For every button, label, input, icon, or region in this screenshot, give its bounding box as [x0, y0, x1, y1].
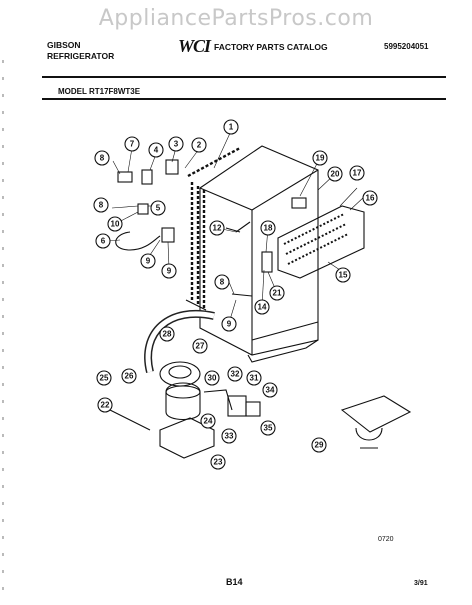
callout-4: 4 — [148, 142, 164, 158]
date-code: 3/91 — [414, 580, 428, 587]
svg-text:29: 29 — [315, 441, 324, 450]
svg-text:33: 33 — [225, 432, 234, 441]
product-type: REFRIGERATOR — [47, 51, 115, 61]
callout-9-right: 9 — [161, 263, 177, 279]
tubing — [109, 389, 233, 431]
drawing-ref-code: 0720 — [378, 536, 394, 543]
callout-8-upper: 8 — [94, 150, 110, 166]
svg-text:22: 22 — [101, 401, 110, 410]
callout-35: 35 — [260, 420, 276, 436]
svg-text:12: 12 — [213, 224, 222, 233]
compressor — [165, 382, 201, 421]
callout-28: 28 — [159, 326, 175, 342]
svg-text:6: 6 — [101, 237, 106, 246]
svg-text:14: 14 — [258, 303, 267, 312]
callout-26: 26 — [121, 368, 137, 384]
svg-text:8: 8 — [99, 201, 104, 210]
callout-12: 12 — [209, 220, 225, 236]
callout-5: 5 — [150, 200, 166, 216]
callout-21: 21 — [269, 285, 285, 301]
part-callouts: 1 2 3 4 5 6 7 8 8 8 9 9 9 10 12 14 15 16… — [93, 119, 378, 470]
callout-33: 33 — [221, 428, 237, 444]
callout-15: 15 — [335, 267, 351, 283]
svg-text:9: 9 — [167, 267, 172, 276]
svg-text:23: 23 — [214, 458, 223, 467]
svg-text:8: 8 — [220, 278, 225, 287]
callout-9-left: 9 — [140, 253, 156, 269]
callout-2: 2 — [191, 137, 207, 153]
callout-30: 30 — [204, 370, 220, 386]
callout-8-lower: 8 — [214, 274, 230, 290]
callout-25: 25 — [96, 370, 112, 386]
svg-text:25: 25 — [100, 374, 109, 383]
wci-logo: WCI — [178, 36, 211, 56]
callout-22: 22 — [97, 397, 113, 413]
cabinet-top-edge — [251, 169, 319, 211]
svg-text:2: 2 — [197, 141, 202, 150]
svg-text:15: 15 — [339, 271, 348, 280]
compressor-base — [159, 417, 215, 459]
svg-text:19: 19 — [316, 154, 325, 163]
svg-text:3: 3 — [174, 140, 179, 149]
callout-16: 16 — [362, 190, 378, 206]
svg-text:16: 16 — [366, 194, 375, 203]
callout-9-cabinet: 9 — [221, 316, 237, 332]
callout-18: 18 — [260, 220, 276, 236]
svg-text:20: 20 — [331, 170, 340, 179]
callout-10: 10 — [107, 216, 123, 232]
svg-text:7: 7 — [130, 140, 135, 149]
svg-text:1: 1 — [229, 123, 234, 132]
svg-text:26: 26 — [125, 372, 134, 381]
model-number: MODEL RT17F8WT3E — [58, 87, 141, 96]
svg-text:9: 9 — [146, 257, 151, 266]
evaporator — [277, 205, 365, 279]
svg-text:32: 32 — [231, 370, 240, 379]
callout-34: 34 — [262, 382, 278, 398]
svg-text:17: 17 — [353, 169, 362, 178]
svg-text:28: 28 — [163, 330, 172, 339]
watermark: AppliancePartsPros.com — [98, 6, 374, 31]
callout-6: 6 — [95, 233, 111, 249]
cabinet-base — [247, 321, 319, 363]
callout-32: 32 — [227, 366, 243, 382]
cabinet-outline — [199, 145, 319, 356]
svg-text:9: 9 — [227, 320, 232, 329]
catalog-number: 5995204051 — [384, 42, 429, 51]
svg-text:4: 4 — [154, 146, 159, 155]
callout-23: 23 — [210, 454, 226, 470]
callout-7: 7 — [124, 136, 140, 152]
svg-text:18: 18 — [264, 224, 273, 233]
fan-motor — [340, 395, 412, 433]
callout-3: 3 — [168, 136, 184, 152]
svg-text:24: 24 — [204, 417, 213, 426]
header-rule — [42, 76, 446, 78]
svg-text:35: 35 — [264, 424, 273, 433]
callout-17: 17 — [349, 165, 365, 181]
callout-1: 1 — [223, 119, 239, 135]
svg-text:10: 10 — [111, 220, 120, 229]
callout-14: 14 — [254, 299, 270, 315]
model-rule — [42, 98, 446, 100]
callout-31: 31 — [246, 370, 262, 386]
callout-24: 24 — [200, 413, 216, 429]
page-number: B14 — [226, 577, 243, 587]
callout-8-middle: 8 — [93, 197, 109, 213]
brand-name: GIBSON — [47, 40, 81, 50]
svg-text:31: 31 — [250, 374, 259, 383]
callout-20: 20 — [327, 166, 343, 182]
brand-block: GIBSON REFRIGERATOR — [47, 40, 114, 62]
svg-text:27: 27 — [196, 342, 205, 351]
svg-text:34: 34 — [266, 386, 275, 395]
catalog-title: FACTORY PARTS CATALOG — [214, 42, 328, 52]
svg-text:8: 8 — [100, 154, 105, 163]
svg-text:21: 21 — [273, 289, 282, 298]
callout-19: 19 — [312, 150, 328, 166]
svg-text:30: 30 — [208, 374, 217, 383]
callout-29: 29 — [311, 437, 327, 453]
svg-text:5: 5 — [156, 204, 161, 213]
callout-27: 27 — [192, 338, 208, 354]
cord-and-plug — [115, 231, 161, 251]
